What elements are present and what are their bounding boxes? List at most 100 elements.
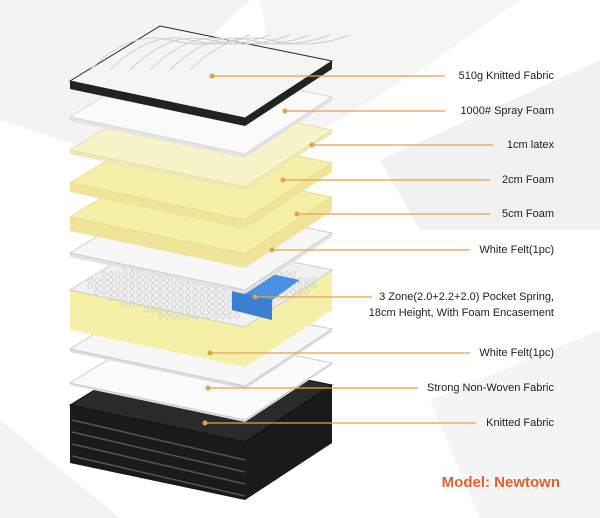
- base-stripe: [71, 443, 246, 485]
- spring-coil: [220, 313, 226, 319]
- quilted-top-panel-side-left: [70, 81, 245, 126]
- label-pocket-spring-line1: 3 Zone(2.0+2.2+2.0) Pocket Spring,: [379, 291, 554, 303]
- spring-coil: [87, 277, 93, 283]
- spring-coil: [143, 295, 149, 301]
- spring-coil: [220, 289, 226, 295]
- spring-coil: [136, 301, 142, 307]
- spring-coil: [115, 283, 121, 289]
- spring-coil: [178, 301, 184, 307]
- white-felt-lower-layer-side-right: [245, 329, 332, 389]
- spring-coil: [192, 283, 198, 289]
- spring-coil: [171, 295, 177, 301]
- spring-coil: [157, 283, 163, 289]
- spring-coil: [150, 301, 156, 307]
- spring-coil: [164, 295, 170, 301]
- leader-dot: [205, 385, 211, 391]
- leader-dot: [282, 108, 288, 114]
- spring-coil: [87, 283, 93, 289]
- spring-coil: [108, 289, 114, 295]
- spring-coil: [311, 283, 317, 289]
- spring-coil: [164, 301, 170, 307]
- spring-coil: [213, 301, 219, 307]
- spring-coil: [213, 307, 219, 313]
- spring-coil: [129, 283, 135, 289]
- spring-coil: [94, 277, 100, 283]
- label-knitted-fabric-base: Knitted Fabric: [486, 417, 554, 429]
- quilt-pattern: [149, 34, 311, 71]
- base-stripe: [71, 431, 246, 473]
- spring-coil: [164, 277, 170, 283]
- spring-coil: [143, 289, 149, 295]
- spring-coil: [108, 295, 114, 301]
- leader-dot: [294, 211, 300, 217]
- leader-dot: [202, 420, 208, 426]
- spring-coil: [129, 301, 135, 307]
- spring-coil: [115, 271, 121, 277]
- spring-coil: [94, 283, 100, 289]
- spring-coil: [171, 313, 177, 319]
- leader-dot: [252, 294, 258, 300]
- spring-coil: [297, 283, 303, 289]
- spring-coil: [150, 307, 156, 313]
- spring-coil: [290, 289, 296, 295]
- spring-coil: [178, 313, 184, 319]
- spring-coil: [213, 295, 219, 301]
- foam-5cm-layer-side-right: [245, 197, 332, 268]
- base-stripe: [71, 455, 246, 497]
- foam-2cm-layer-side-left: [70, 183, 245, 229]
- spring-coil: [150, 277, 156, 283]
- label-non-woven-fabric: Strong Non-Woven Fabric: [427, 382, 554, 394]
- spring-coil: [178, 289, 184, 295]
- spring-coil: [178, 307, 184, 313]
- latex-1cm-layer-side-left: [70, 150, 245, 191]
- spring-coil: [164, 283, 170, 289]
- spring-coil: [199, 289, 205, 295]
- pocket-spring-center-zone: [232, 272, 300, 300]
- spring-coil: [157, 295, 163, 301]
- spring-coil: [297, 289, 303, 295]
- spring-coil: [185, 283, 191, 289]
- spring-coil: [157, 289, 163, 295]
- spring-coil: [136, 277, 142, 283]
- label-white-felt-lower: White Felt(1pc): [479, 347, 554, 359]
- spring-coil: [283, 295, 289, 301]
- spring-coil: [311, 277, 317, 283]
- spring-coil: [122, 289, 128, 295]
- spring-coil: [136, 283, 142, 289]
- spring-coil: [192, 295, 198, 301]
- spring-coil: [171, 301, 177, 307]
- spring-coil: [101, 283, 107, 289]
- spring-coil: [150, 295, 156, 301]
- white-felt-upper-layer-side-right: [245, 233, 332, 294]
- spring-coil: [94, 289, 100, 295]
- spring-coil: [115, 277, 121, 283]
- leader-dot: [280, 177, 286, 183]
- spring-coil: [185, 301, 191, 307]
- spring-coil: [178, 283, 184, 289]
- spray-foam-layer-side-left: [70, 117, 245, 158]
- leader-dot: [269, 247, 275, 253]
- spring-coil: [234, 313, 240, 319]
- leader-dot: [309, 142, 315, 148]
- spring-coil: [199, 295, 205, 301]
- spring-coil: [122, 271, 128, 277]
- label-pocket-spring: 3 Zone(2.0+2.2+2.0) Pocket Spring, 18cm …: [369, 289, 554, 321]
- quilt-pattern: [109, 34, 271, 71]
- spring-coil: [150, 283, 156, 289]
- spring-coil: [143, 301, 149, 307]
- spring-coil: [115, 295, 121, 301]
- spring-coil: [122, 277, 128, 283]
- white-felt-lower-layer-side-left: [70, 349, 245, 389]
- spring-coil: [143, 283, 149, 289]
- spring-coil: [192, 289, 198, 295]
- spring-coil: [220, 295, 226, 301]
- spring-coil: [157, 277, 163, 283]
- spring-coil: [304, 289, 310, 295]
- label-spray-foam: 1000# Spray Foam: [460, 105, 554, 117]
- spring-coil: [185, 289, 191, 295]
- spring-coil: [171, 283, 177, 289]
- spring-coil: [143, 277, 149, 283]
- spring-coil: [199, 307, 205, 313]
- leader-dot: [209, 73, 215, 79]
- spring-coil: [136, 289, 142, 295]
